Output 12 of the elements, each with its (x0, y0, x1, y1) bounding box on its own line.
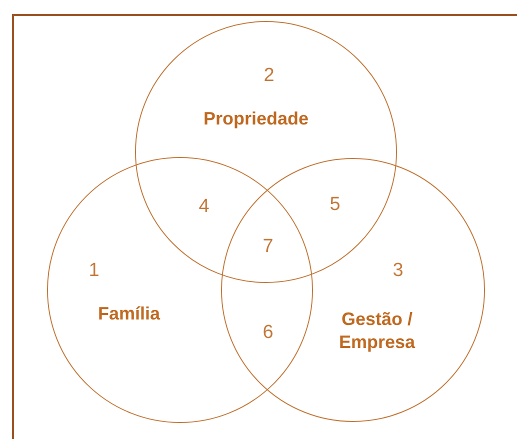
venn-circle (221, 158, 485, 422)
set-label: Propriedade (203, 108, 309, 130)
region-number: 5 (330, 194, 340, 216)
venn-circle (47, 157, 313, 423)
region-number: 2 (264, 65, 274, 87)
region-number: 1 (88, 260, 100, 282)
set-label: Família (98, 302, 160, 326)
set-label: Gestão / Empresa (338, 308, 416, 354)
region-number: 7 (262, 236, 274, 258)
region-number: 3 (392, 260, 404, 282)
region-number: 4 (198, 196, 210, 218)
region-number: 6 (262, 322, 274, 344)
